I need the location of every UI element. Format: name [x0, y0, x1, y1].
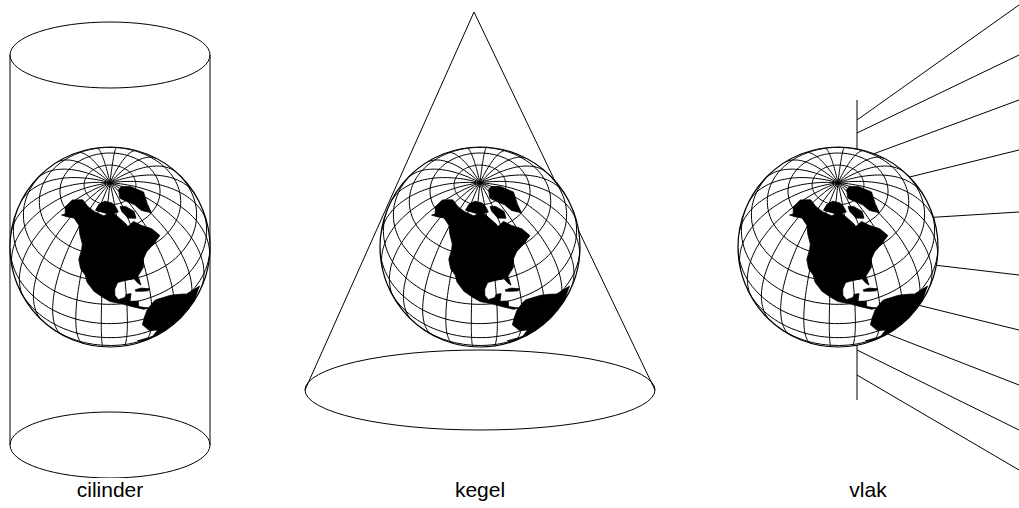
continents [790, 186, 928, 341]
cone-surface [305, 12, 655, 430]
globe-outline [380, 147, 580, 347]
graticule [380, 147, 580, 347]
continents [62, 186, 200, 341]
globe-map [738, 147, 938, 347]
plane-line [857, 375, 1019, 470]
continents [432, 186, 570, 341]
plane-line [857, 55, 1019, 133]
globe-fill [738, 147, 938, 347]
graticule [738, 147, 938, 347]
plane-line [857, 100, 1019, 160]
globe-outline [10, 147, 210, 347]
cylinder-surface [10, 22, 210, 478]
plane-line [857, 5, 1019, 120]
plane-line [857, 350, 1019, 430]
globe [10, 147, 210, 347]
globe-map [10, 147, 210, 347]
globe-outline [738, 147, 938, 347]
projection-label: vlak [847, 478, 888, 502]
projection-label: kegel [453, 478, 507, 502]
globe-fill [10, 147, 210, 347]
globe [738, 147, 938, 347]
globe [380, 147, 580, 347]
graticule [10, 147, 210, 347]
projection-label: cilinder [75, 478, 146, 502]
globe-map [380, 147, 580, 347]
globe-fill [380, 147, 580, 347]
